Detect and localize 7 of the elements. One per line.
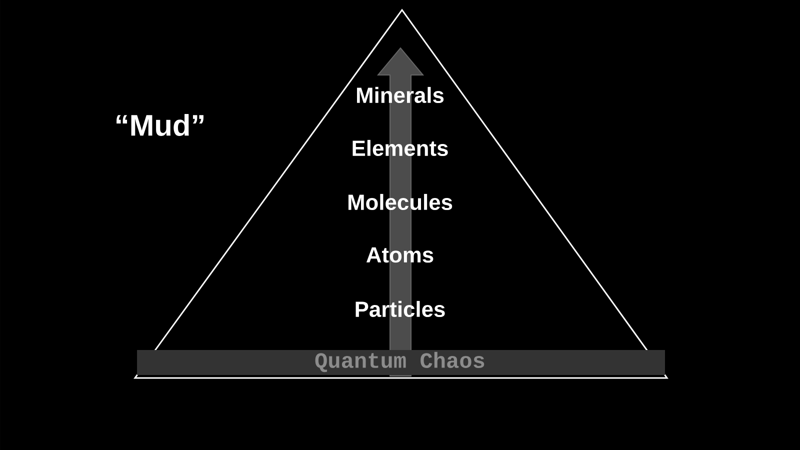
chaos-band: Quantum Chaos: [137, 350, 665, 375]
level-label: Particles: [356, 300, 445, 318]
level-label: Atoms: [366, 247, 434, 263]
level-label: Elements: [352, 140, 448, 156]
title-label: “Mud”: [116, 114, 204, 136]
level-label: Minerals: [357, 86, 444, 104]
level-label: Molecules: [348, 194, 452, 210]
